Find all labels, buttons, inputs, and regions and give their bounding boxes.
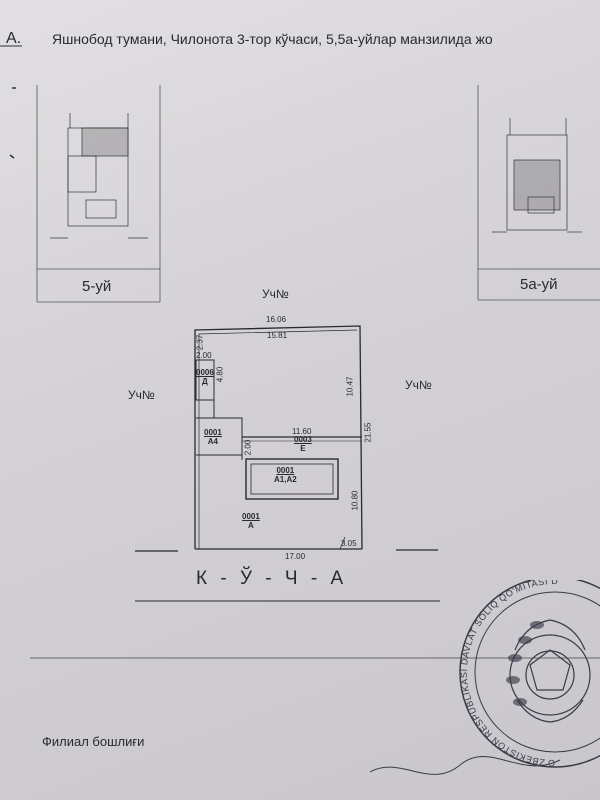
neighbor-right-label: 5а-уй <box>520 276 558 293</box>
dim-d-side: 4.80 <box>215 366 225 383</box>
thumbnail-5-uy <box>50 113 148 239</box>
signature-label: Филиал бошлиғи <box>42 734 145 749</box>
thumbnail-5a-uy <box>492 118 582 233</box>
dim-right-lower: 10.80 <box>350 490 360 511</box>
dim-mid-left: 2.00 <box>243 439 253 456</box>
dim-right-upper: 10.47 <box>345 376 355 397</box>
section-letter: А. <box>6 30 22 47</box>
dim-bottom-right: 3.05 <box>341 539 357 548</box>
dim-mid-length: 11.60 <box>292 427 312 436</box>
dim-d-top: 2.00 <box>196 351 212 360</box>
lot-d: 0006 Д <box>196 368 214 386</box>
lot-a: 0001 А <box>242 512 260 530</box>
lot-e: 0003 Е <box>294 435 312 453</box>
street-label: К - Ў - Ч - А <box>196 568 348 589</box>
lot-d-code: 0006 <box>196 368 214 377</box>
dim-right-total: 21.55 <box>363 422 373 443</box>
lot-a4: 0001 А4 <box>204 428 222 446</box>
lot-a-code: 0001 <box>242 512 260 521</box>
neighbor-top-plot-label: Уч№ <box>262 287 289 301</box>
neighbor-left-label: 5-уй <box>82 278 112 295</box>
lot-a1-a2: 0001 А1,А2 <box>274 466 297 484</box>
official-stamp-icon: O'ZBEKISTON RESPUBLIKASI DAVLAT SOLIQ QO… <box>455 580 600 768</box>
address-heading: Яшнобод тумани, Чилонота 3-тор кўчаси, 5… <box>52 31 493 47</box>
lot-e-code: 0003 <box>294 435 312 444</box>
lot-a4-name: А4 <box>207 437 219 446</box>
lot-d-name: Д <box>202 377 208 386</box>
lot-a12-code: 0001 <box>276 466 295 475</box>
dim-top-outer: 16.06 <box>266 315 287 324</box>
main-parcel <box>194 325 363 550</box>
dim-top-inner: 15.81 <box>267 331 288 340</box>
neighbor-left-plot-label: Уч№ <box>128 388 155 402</box>
dim-left-top: 2.37 <box>195 334 205 351</box>
lot-a12-name: А1,А2 <box>274 475 297 484</box>
lot-e-name: Е <box>300 444 306 453</box>
lot-a4-code: 0001 <box>204 428 222 437</box>
dim-bottom: 17.00 <box>285 552 306 561</box>
neighbor-right-plot-label: Уч№ <box>405 378 432 392</box>
lot-a-name: А <box>248 521 254 530</box>
